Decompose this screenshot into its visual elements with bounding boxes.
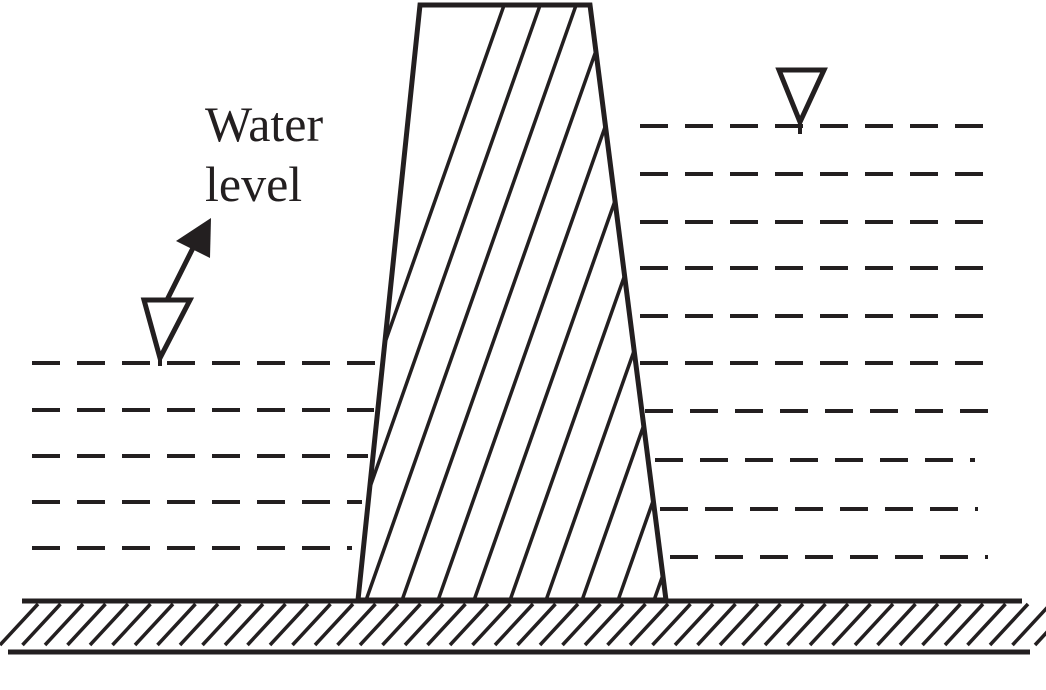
hatch-line [111,602,152,647]
hatch-line [426,602,467,647]
hatch-line [566,5,666,600]
hatch-line [673,602,715,647]
hatch-line [583,602,625,647]
hatch-line [88,602,130,647]
hatch-line [561,602,602,647]
hatch-line [21,602,62,647]
ground-hatching [0,602,1046,647]
hatch-line [246,602,287,647]
hatch-line [178,602,220,647]
hatch-line [696,602,737,647]
dam-outline [355,2,669,603]
hatch-line [1033,630,1046,647]
hatch-line [386,5,630,600]
hatch-line [712,0,952,640]
hatch-line [966,602,1007,647]
hatch-line [538,602,580,647]
water-level-triangle-icon [775,67,828,134]
hatch-line [358,5,594,600]
hatch-line [718,602,760,647]
hatch-line [471,602,512,647]
left-water-body [32,361,378,550]
hatch-line [0,602,40,647]
hatch-line [43,602,85,647]
water-level-label-line1: Water [205,96,323,152]
hatch-line [133,602,175,647]
hatch-line [494,5,666,600]
hatch-line [358,5,558,600]
hatch-line [786,602,827,647]
hatch-line [201,602,242,647]
hatch-line [606,602,647,647]
right-water-body [640,124,988,559]
hatch-line [336,602,377,647]
hatch-line [493,602,535,647]
hatch-line [516,602,557,647]
hatch-line [808,602,850,647]
hatch-line [876,602,917,647]
arrow-icon [164,218,211,302]
hatch-line [358,602,400,647]
hatch-line [748,0,988,640]
dam-wall [355,0,988,640]
hatch-line [921,602,962,647]
hatch-line [741,602,782,647]
hatch-line [313,602,355,647]
ground [0,598,1046,655]
hatch-line [403,602,445,647]
hatch-line [530,5,666,600]
hatch-line [66,602,107,647]
hatch-line [831,602,872,647]
hatch-line [1011,606,1046,647]
hatch-line [268,602,310,647]
hatch-line [988,602,1030,647]
water-level-label-line2: level [205,156,302,212]
hatch-line [448,602,490,647]
hatch-line [638,5,666,600]
hatch-line [898,602,940,647]
hatch-line [156,602,197,647]
water-level-triangle-icon [140,297,195,366]
hatch-line [628,602,670,647]
hatch-line [381,602,422,647]
hatch-line [943,602,985,647]
hatch-line [651,602,692,647]
hatch-line [223,602,265,647]
hatch-line [358,5,522,600]
hatch-line [763,602,805,647]
hatch-line [291,602,332,647]
hatch-line [853,602,895,647]
hatch-line [602,5,666,600]
